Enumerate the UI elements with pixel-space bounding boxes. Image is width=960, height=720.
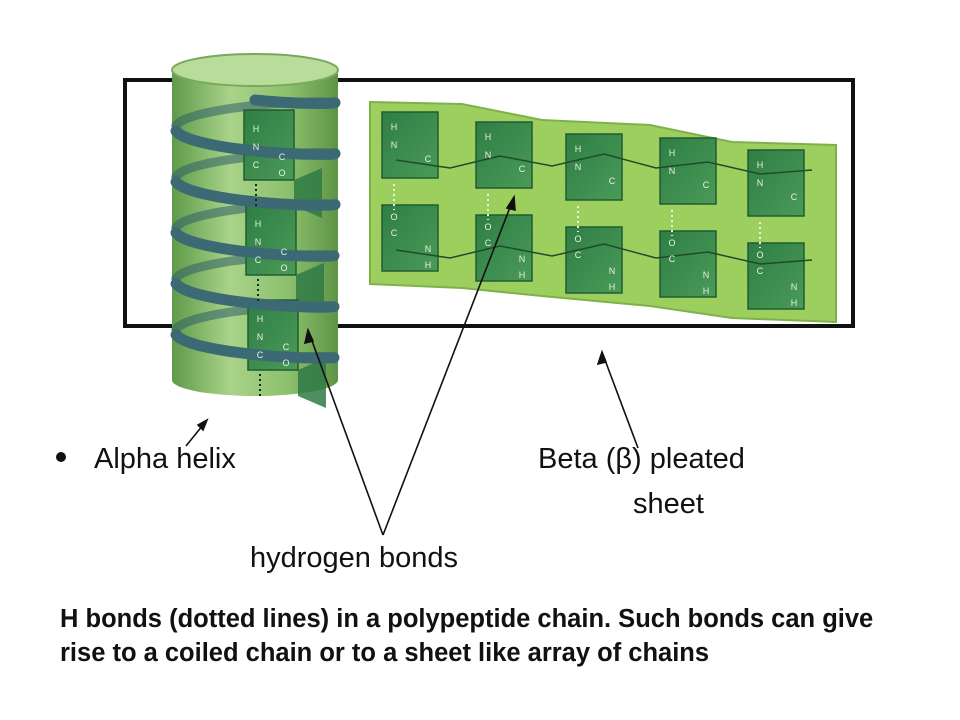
beta-sheet-pointer (601, 351, 639, 449)
figure-caption: H bonds (dotted lines) in a polypeptide … (60, 605, 874, 667)
atom-label: N (575, 162, 582, 172)
beta-sheet-label-line1: Beta (β) pleated (538, 443, 745, 475)
atom-label: H (391, 122, 398, 132)
atom-label: C (283, 342, 290, 352)
atom-label: C (281, 247, 288, 257)
atom-label: N (703, 270, 710, 280)
atom-label: N (757, 178, 764, 188)
atom-label: C (485, 238, 492, 248)
atom-label: C (791, 192, 798, 202)
atom-label: H (791, 298, 798, 308)
atom-label: C (757, 266, 764, 276)
beta-sheet-backbone (393, 153, 813, 265)
atom-label: O (484, 222, 491, 232)
atom-label: H (609, 282, 616, 292)
helix-plane-side (298, 358, 326, 408)
atom-label: N (669, 166, 676, 176)
atom-label: C (425, 154, 432, 164)
backbone-line (395, 153, 813, 175)
atom-label: H (575, 144, 582, 154)
beta-sheet-planes (381, 111, 805, 310)
atom-label: O (390, 212, 397, 222)
atom-label: H (253, 124, 260, 134)
atom-label: C (669, 254, 676, 264)
atom-label: O (280, 263, 287, 273)
beta-sheet-arrowhead (596, 349, 608, 366)
atom-label: C (255, 255, 262, 265)
hbond-pointer-right (382, 196, 515, 536)
peptide-plane (381, 111, 439, 179)
atom-label: O (278, 168, 285, 178)
atom-label: C (391, 228, 398, 238)
hbond-arrowhead-right (505, 194, 516, 212)
atom-label: H (669, 148, 676, 158)
helix-peptide-plane (245, 204, 297, 276)
hydrogen-bonds-label: hydrogen bonds (250, 542, 458, 574)
atom-label: C (279, 152, 286, 162)
atom-label: C (609, 176, 616, 186)
atom-label: C (257, 350, 264, 360)
atom-label: H (255, 219, 262, 229)
atom-label: N (257, 332, 264, 342)
atom-label: O (282, 358, 289, 368)
atom-label: N (485, 150, 492, 160)
atom-label: O (756, 250, 763, 260)
atom-label: N (609, 266, 616, 276)
peptide-plane (565, 133, 623, 201)
atom-label: C (519, 164, 526, 174)
peptide-plane (381, 204, 439, 272)
pointer-arrows (185, 194, 639, 536)
atom-label: H (519, 270, 526, 280)
peptide-plane (565, 226, 623, 294)
peptide-plane (475, 121, 533, 189)
atom-label: N (425, 244, 432, 254)
alpha-helix-label: Alpha helix (94, 443, 236, 475)
atom-label: C (253, 160, 260, 170)
alpha-helix-arrowhead (196, 418, 209, 432)
atom-label: C (575, 250, 582, 260)
peptide-plane (747, 149, 805, 217)
atom-label: C (703, 180, 710, 190)
atom-label: H (425, 260, 432, 270)
backbone-line (395, 243, 813, 265)
atom-label: N (255, 237, 262, 247)
peptide-plane (747, 242, 805, 310)
atom-label: O (668, 238, 675, 248)
outer-frame (123, 78, 855, 328)
helix-cylinder-top (171, 53, 339, 87)
atom-label: O (574, 234, 581, 244)
peptide-plane (659, 137, 717, 205)
atom-label: H (257, 314, 264, 324)
atom-label: H (703, 286, 710, 296)
atom-label: N (791, 282, 798, 292)
beta-sheet-label-line2: sheet (633, 488, 704, 520)
atom-label: N (391, 140, 398, 150)
atom-label: N (519, 254, 526, 264)
hbond-arrowhead-left (303, 327, 315, 345)
helix-plane-side (296, 263, 324, 313)
atom-label: H (757, 160, 764, 170)
bullet-point (56, 452, 66, 462)
atom-label: H (485, 132, 492, 142)
peptide-plane (659, 230, 717, 298)
helix-ribbon-front (170, 94, 341, 364)
atom-label: N (253, 142, 260, 152)
hbond-pointer-left (307, 329, 384, 536)
